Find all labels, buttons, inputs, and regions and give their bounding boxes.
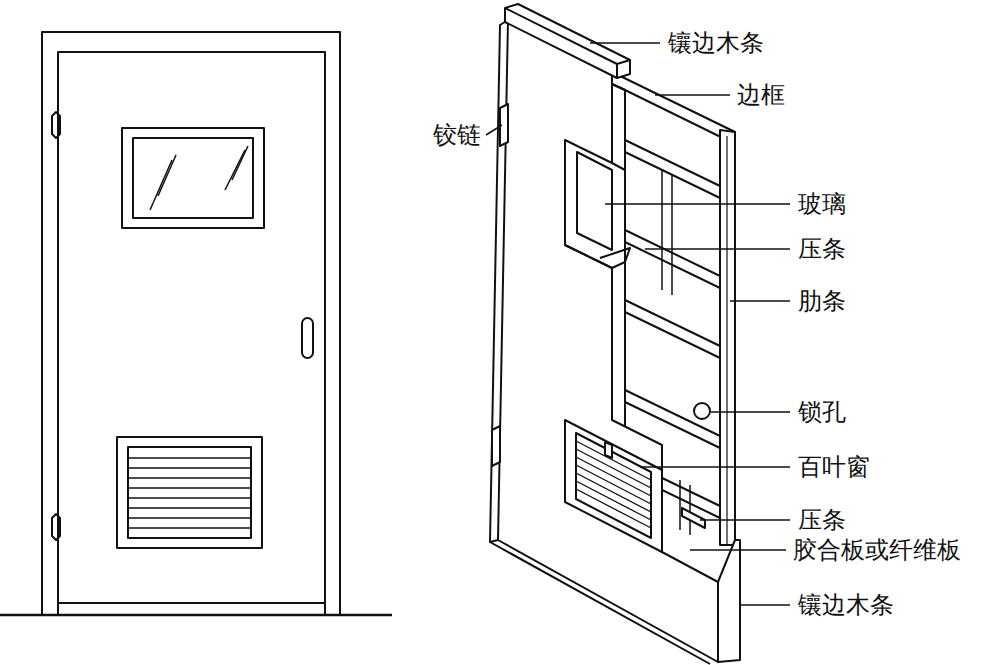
part-label: 肋条 — [797, 287, 847, 315]
part-label: 压条 — [797, 235, 847, 263]
part-label: 玻璃 — [797, 190, 847, 218]
part-label: 锁孔 — [797, 398, 847, 426]
part-label: 镶边木条 — [797, 591, 895, 619]
part-label: 百叶窗 — [797, 453, 871, 481]
part-label: 压条 — [797, 506, 847, 534]
leader-lines — [486, 43, 790, 605]
part-label: 胶合板或纤维板 — [792, 536, 962, 564]
door-exploded-view — [490, 4, 740, 664]
door-elevation — [0, 32, 392, 615]
part-label: 铰链 — [432, 121, 482, 149]
part-label: 镶边木条 — [667, 29, 765, 57]
part-label: 边框 — [736, 81, 786, 109]
